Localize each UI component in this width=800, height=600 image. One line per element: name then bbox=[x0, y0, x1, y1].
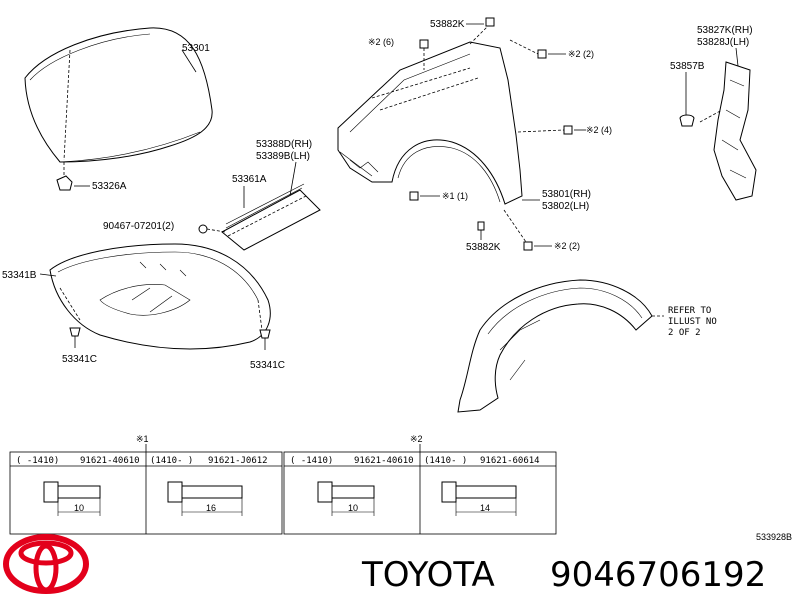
front-fender-part bbox=[337, 23, 523, 205]
liner-note-line-3: 2 OF 2 bbox=[668, 328, 701, 338]
bolt-table-group2-marker: ※2 bbox=[410, 434, 423, 444]
label-clip-part: 90467-07201(2) bbox=[103, 221, 174, 232]
bracket-clip-icon bbox=[679, 114, 695, 127]
bolt-icon bbox=[419, 39, 429, 70]
label-fender-clip-top: 53882K bbox=[430, 19, 465, 30]
bolt-drawing-2 bbox=[167, 481, 243, 516]
insulator-clip-right-icon bbox=[259, 329, 271, 350]
label-hood-cushion: 53326A bbox=[92, 181, 127, 192]
bolt-cell-3-length: 10 bbox=[348, 503, 358, 513]
bolt-drawing-4 bbox=[441, 481, 517, 516]
label-mark2-qty2-top: ※2 (2) bbox=[568, 49, 594, 59]
hood-insulator-part bbox=[49, 243, 271, 350]
label-fender-clip-bottom: 53882K bbox=[466, 242, 501, 253]
bolt-drawing-3 bbox=[317, 481, 375, 516]
label-hood-seal-rh: 53388D(RH) bbox=[256, 139, 312, 150]
bolt-drawing-1 bbox=[43, 481, 101, 516]
insulator-clip-left-icon bbox=[69, 327, 81, 348]
toyota-logo-icon bbox=[3, 534, 89, 594]
label-fender-rh: 53801(RH) bbox=[542, 189, 591, 200]
label-mark1-qty1: ※1 (1) bbox=[442, 191, 468, 201]
fender-liner-part bbox=[457, 279, 664, 413]
label-hood: 53301 bbox=[182, 43, 210, 54]
label-mark2-qty4: ※2 (4) bbox=[586, 125, 612, 135]
bolt-cell-1-part: 91621-40610 bbox=[80, 456, 140, 466]
bolt-cell-4-length: 14 bbox=[480, 503, 490, 513]
clip-icon bbox=[198, 224, 226, 234]
label-seal-strip: 53361A bbox=[232, 174, 267, 185]
label-insulator: 53341B bbox=[2, 270, 37, 281]
seal-strip-part bbox=[221, 183, 321, 251]
fender-clip-top-icon bbox=[485, 17, 495, 27]
bolt-table-group1-marker: ※1 bbox=[136, 434, 149, 444]
bolt-cell-4-range: (1410- ) bbox=[424, 456, 467, 466]
bolt-cell-3-part: 91621-40610 bbox=[354, 456, 414, 466]
bolt-icon bbox=[509, 39, 547, 59]
label-bracket-rh: 53827K(RH) bbox=[697, 25, 753, 36]
bolt-cell-4-part: 91621-60614 bbox=[480, 456, 540, 466]
bolt-cell-2-length: 16 bbox=[206, 503, 216, 513]
label-mark2-qty2-bottom: ※2 (2) bbox=[554, 241, 580, 251]
bolt-icon bbox=[503, 209, 533, 251]
fender-clip-bottom-icon bbox=[477, 221, 485, 231]
fender-bracket-part bbox=[699, 61, 757, 201]
liner-note-line-2: ILLUST NO bbox=[668, 317, 717, 327]
label-insulator-clip-right: 53341C bbox=[250, 360, 285, 371]
footer-brand: TOYOTA bbox=[361, 555, 495, 595]
label-mark2-qty6: ※2 (6) bbox=[368, 37, 394, 47]
bolt-cell-2-part: 91621-J0612 bbox=[208, 456, 268, 466]
hood-cushion-icon bbox=[56, 162, 73, 191]
bolt-icon bbox=[517, 125, 573, 135]
label-insulator-clip-left: 53341C bbox=[62, 354, 97, 365]
diagram-code: 533928B bbox=[756, 532, 792, 542]
bolt-icon bbox=[409, 191, 419, 201]
bolt-cell-2-range: (1410- ) bbox=[150, 456, 193, 466]
liner-note-line-1: REFER TO bbox=[668, 306, 711, 316]
bolt-cell-3-range: ( -1410) bbox=[290, 456, 333, 466]
bolt-cell-1-range: ( -1410) bbox=[16, 456, 59, 466]
bolt-cell-1-length: 10 bbox=[74, 503, 84, 513]
bolt-table: ※1 ※2 ( -1410) 91621-40610 (1410- ) 9162… bbox=[9, 434, 557, 535]
label-bracket-clip: 53857B bbox=[670, 61, 705, 72]
label-bracket-lh: 53828J(LH) bbox=[697, 37, 749, 48]
label-hood-seal-lh: 53389B(LH) bbox=[256, 151, 310, 162]
label-fender-lh: 53802(LH) bbox=[542, 201, 589, 212]
footer-part-number: 9046706192 bbox=[550, 555, 766, 595]
hood-panel bbox=[24, 27, 213, 163]
